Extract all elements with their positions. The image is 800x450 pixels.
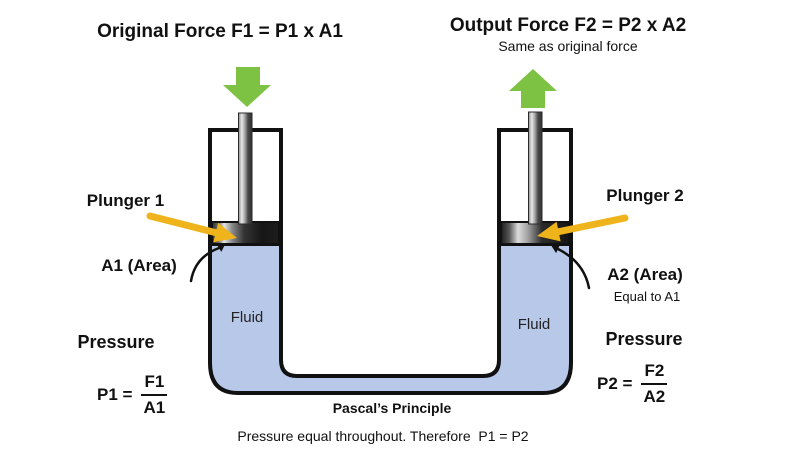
area2-label: A2 (Area): [607, 265, 683, 284]
pressure-label-left: Pressure: [77, 332, 155, 352]
footer-caption: Pressure equal throughout. Therefore P1 …: [237, 428, 529, 444]
pressure-formula-left: P1 = F1 A1: [97, 372, 168, 417]
area1-curve-arrow-icon: [189, 244, 225, 283]
fraction-numerator: F1: [141, 372, 168, 396]
left-title: Original Force F1 = P1 x A1: [97, 21, 343, 42]
left-piston-rod: [238, 112, 253, 225]
formula-lhs: P1 =: [97, 384, 133, 404]
fluid-label-left: Fluid: [230, 309, 264, 326]
u-tube-fluid: [208, 242, 573, 395]
footer-title: Pascal’s Principle: [332, 400, 452, 416]
fluid-label-right: Fluid: [517, 316, 551, 333]
force-down-arrow-icon: [223, 67, 271, 107]
fraction: F2 A2: [641, 361, 668, 406]
plunger1-label: Plunger 1: [86, 191, 165, 210]
fraction-denominator: A2: [643, 386, 666, 406]
formula-lhs: P2 =: [597, 373, 633, 393]
plunger2-label: Plunger 2: [606, 186, 684, 205]
area2-curve-arrow-icon: [551, 244, 591, 290]
pressure-formula-right: P2 = F2 A2: [597, 361, 668, 406]
area2-note: Equal to A1: [613, 289, 681, 304]
force-up-arrow-icon: [509, 69, 557, 108]
right-subtitle: Same as original force: [498, 38, 638, 54]
right-title: Output Force F2 = P2 x A2: [449, 15, 687, 36]
pressure-label-right: Pressure: [605, 329, 683, 349]
right-piston-rod: [528, 111, 543, 225]
area1-label: A1 (Area): [101, 256, 177, 275]
fraction-numerator: F2: [641, 361, 668, 385]
fraction-denominator: A1: [143, 397, 166, 417]
fraction: F1 A1: [141, 372, 168, 417]
plunger1-pointer-arrow-icon: [146, 212, 237, 243]
plunger2-pointer-arrow-icon: [537, 214, 629, 242]
